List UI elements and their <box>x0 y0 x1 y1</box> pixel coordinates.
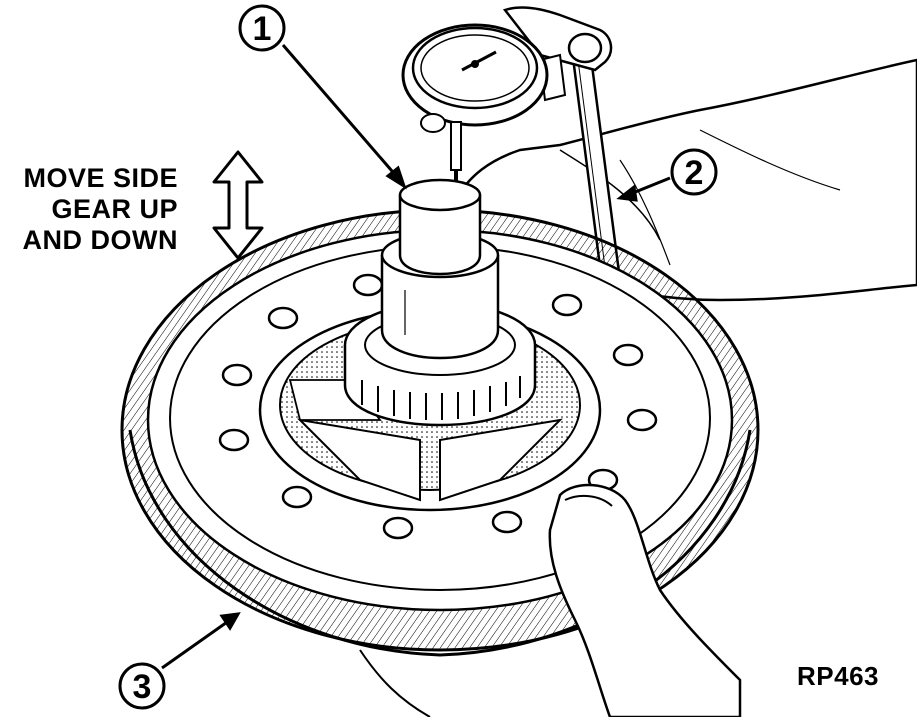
technician-hand <box>359 483 742 717</box>
callout-2: 2 <box>670 148 718 196</box>
callout-1: 1 <box>238 4 286 52</box>
dial-indicator <box>401 23 549 190</box>
callout-leaders <box>161 44 671 670</box>
instruction-line-2: GEAR UP <box>51 194 178 224</box>
side-gear-adapter <box>380 178 500 360</box>
ring-gear-bolts <box>218 273 658 540</box>
instruction-label: MOVE SIDE GEAR UP AND DOWN <box>0 163 178 256</box>
up-down-arrow-icon <box>212 150 264 260</box>
callout-3: 3 <box>118 662 166 710</box>
callout-3-number: 3 <box>133 668 152 706</box>
callout-1-number: 1 <box>253 10 272 48</box>
instruction-line-1: MOVE SIDE <box>23 163 178 193</box>
figure-code: RP463 <box>797 661 879 691</box>
callout-2-number: 2 <box>685 154 704 192</box>
instruction-line-3: AND DOWN <box>22 225 178 255</box>
